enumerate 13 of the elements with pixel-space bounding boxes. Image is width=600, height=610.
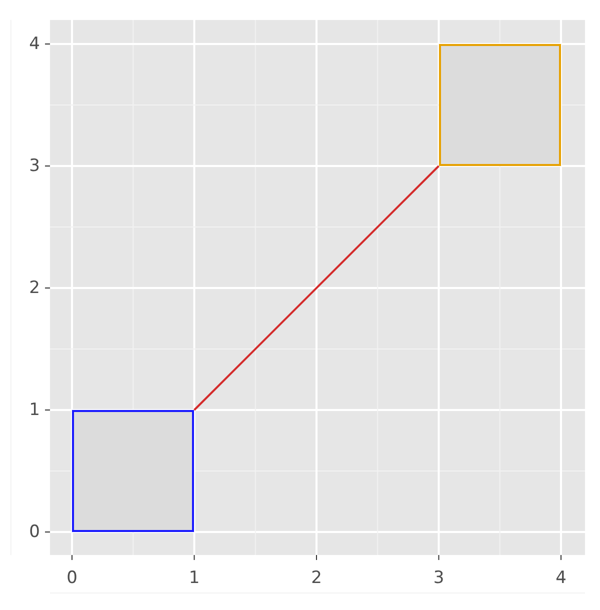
tick-label: 1	[188, 568, 201, 588]
tick-label: 3	[432, 568, 446, 588]
tick-label: 4	[28, 34, 40, 54]
tick-label: 0	[66, 568, 78, 588]
connector-line	[194, 165, 440, 411]
tick-label: 0	[28, 522, 40, 542]
tick-label: 3	[28, 156, 40, 176]
tick-label: 2	[28, 278, 40, 298]
tick-label: 2	[310, 568, 323, 588]
square	[72, 410, 194, 532]
tick-label: 1	[28, 400, 40, 420]
square	[438, 44, 561, 166]
tick-label: 4	[554, 568, 568, 588]
